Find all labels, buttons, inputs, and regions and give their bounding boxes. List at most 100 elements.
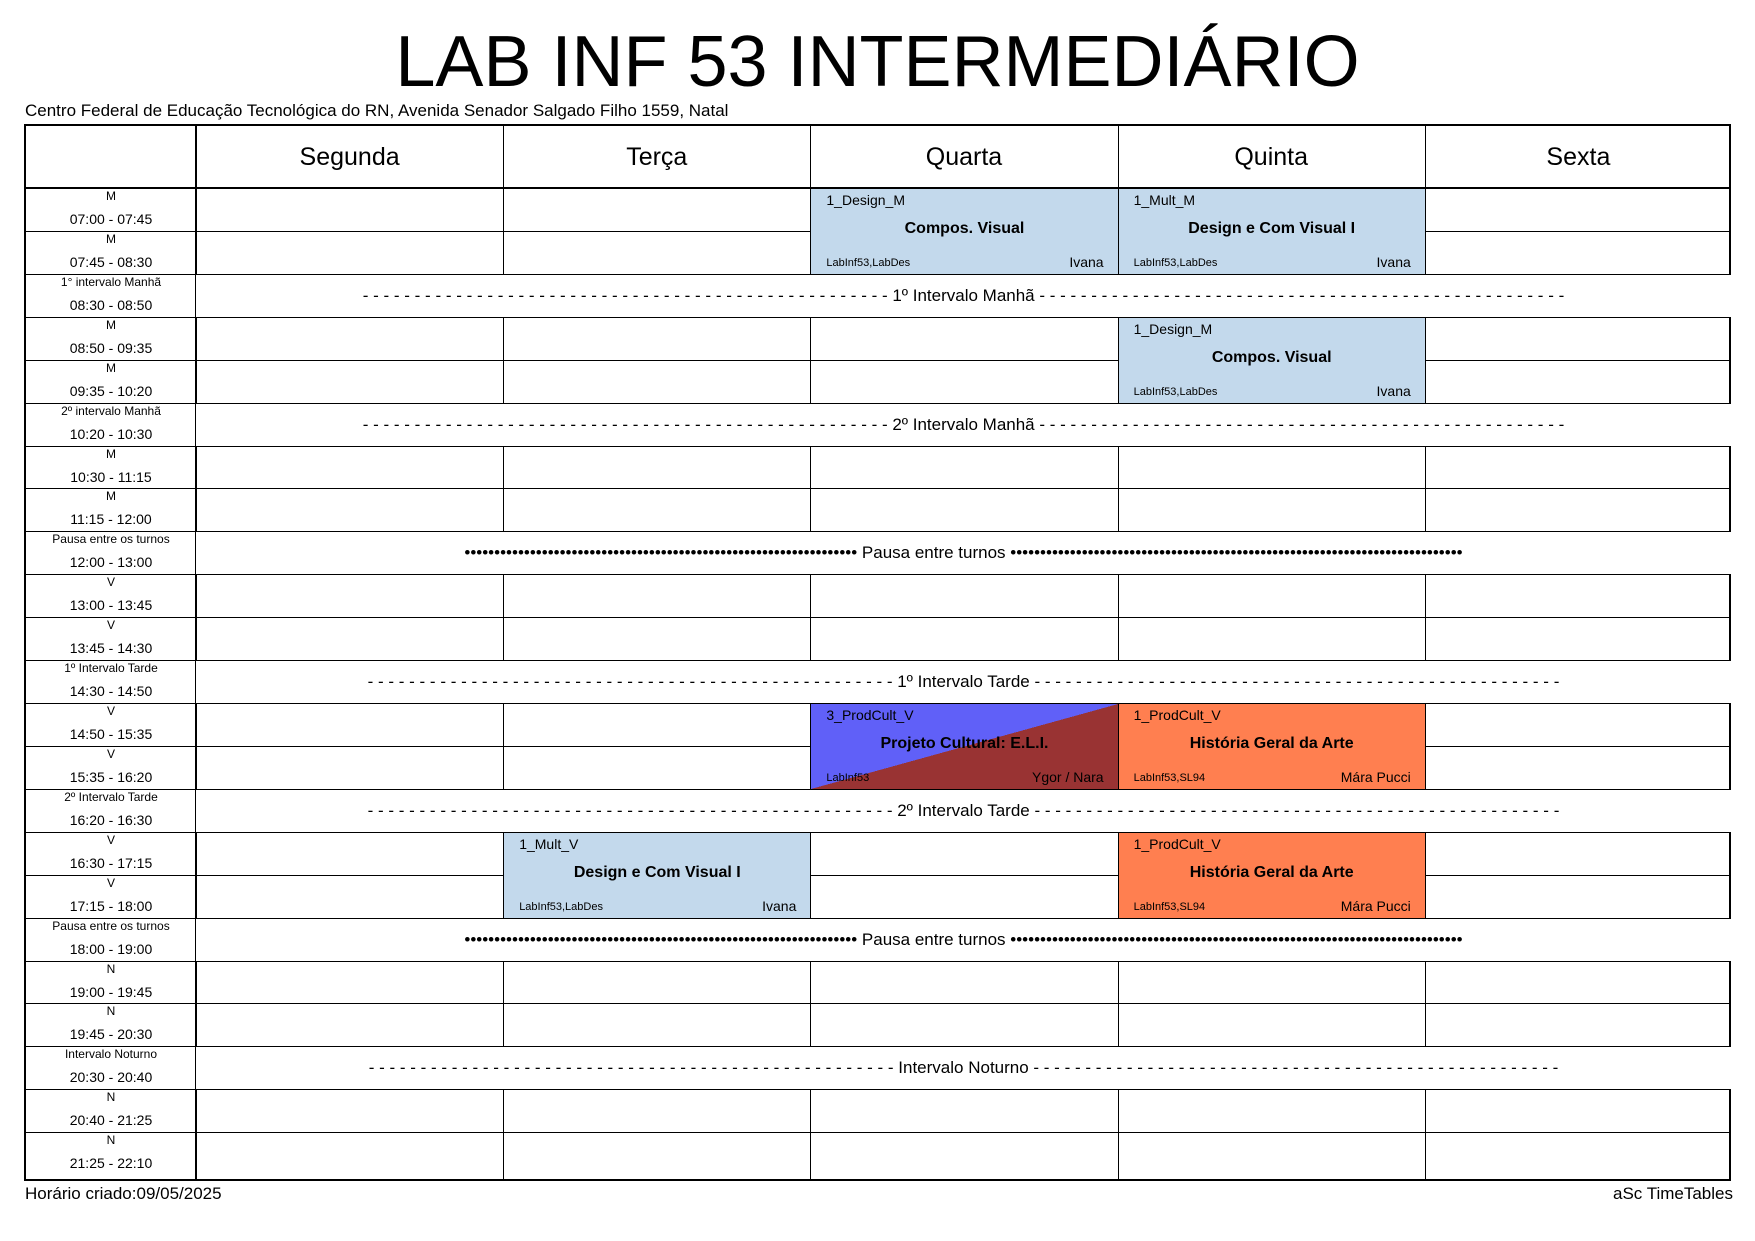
time-slot-label: V [106,575,115,590]
time-slot: M 07:00 - 07:45 [26,188,196,231]
time-slot-label: V [106,832,115,847]
time-slot: M 10:30 - 11:15 [26,446,196,489]
lesson-class: 1_ProdCult_V [1133,707,1221,724]
time-slot-label: Pausa entre os turnos [52,532,170,547]
day-header: Quinta [1234,143,1309,171]
time-slot-range: 19:45 - 20:30 [69,1026,153,1043]
row-divider [26,960,1729,962]
lesson-class: 1_ProdCult_V [1133,835,1221,852]
lesson-subject: História Geral da Arte [1189,735,1354,753]
break-row: - - - - - - - - - - - - - - - - - - - - … [196,403,1731,446]
day-column-divider [1117,126,1119,1179]
lesson-subject: Compos. Visual [1211,348,1332,366]
day-header: Segunda [299,143,400,171]
time-slot-label: N [106,1004,116,1019]
lesson-room: LabInf53,SL94 [1133,771,1206,784]
lesson-teacher: Ygor / Nara [1031,768,1104,785]
time-slot-label: V [106,704,115,719]
row-divider [26,273,1729,275]
software-credit: aSc TimeTables [1613,1184,1733,1203]
lesson-teacher: Ivana [1376,382,1411,399]
lesson-room: LabInf53,LabDes [1133,256,1218,269]
row-divider [26,703,1729,705]
row-divider [26,874,1729,876]
lesson-room: LabInf53,LabDes [519,900,603,913]
time-slot-label: M [106,446,116,461]
lesson-teacher: Mára Pucci [1340,768,1411,785]
time-slot-label: N [106,1090,116,1105]
row-divider [26,617,1729,619]
time-slot-label: N [106,961,116,976]
time-slot-range: 09:35 - 10:20 [69,382,153,399]
time-slot-range: 10:30 - 11:15 [70,468,152,485]
row-divider [26,1046,1729,1048]
break-row: - - - - - - - - - - - - - - - - - - - - … [196,274,1731,317]
header-divider [26,187,1729,189]
day-column-divider [810,126,812,1179]
row-divider [26,359,1729,361]
lesson-subject: Design e Com Visual I [573,863,741,881]
lesson-card[interactable]: 1_Mult_V Design e Com Visual I LabInf53,La… [504,832,811,918]
time-slot-label: Intervalo Noturno [64,1047,158,1062]
time-slot-range: 08:50 - 09:35 [69,339,153,356]
day-header: Sexta [1546,143,1611,171]
lesson-class: 3_ProdCult_V [826,707,914,724]
time-slot-label: V [106,746,115,761]
lesson-class: 1_Design_M [826,192,905,208]
time-slot-label: M [106,489,116,504]
break-row: - - - - - - - - - - - - - - - - - - - - … [196,1047,1731,1090]
day-column-divider [1424,126,1426,1179]
time-slot: V 15:35 - 16:20 [26,746,196,789]
time-slot-range: 08:30 - 08:50 [69,296,153,313]
time-slot: N 19:45 - 20:30 [26,1003,196,1046]
time-slot-label: M [106,231,116,246]
break-row: ••••••••••••••••••••••••••••••••••••••••… [196,532,1731,575]
row-divider [26,488,1729,490]
page-title: LAB INF 53 INTERMEDIÁRIO [395,22,1360,102]
row-divider [26,1003,1729,1005]
break-row: - - - - - - - - - - - - - - - - - - - - … [196,661,1731,704]
row-divider [26,1089,1729,1091]
lesson-class: 1_Mult_M [1133,192,1196,208]
day-column-divider [503,126,505,1179]
lesson-class: 1_Design_M [1133,320,1213,337]
time-slot: V 14:50 - 15:35 [26,703,196,746]
lesson-room: LabInf53,LabDes [826,256,911,269]
lesson-room: LabInf53 [826,771,870,784]
lesson-room: LabInf53,SL94 [1133,900,1206,913]
lesson-teacher: Ivana [1376,253,1411,270]
break-row: - - - - - - - - - - - - - - - - - - - - … [196,789,1731,832]
time-slot-range: 15:35 - 16:20 [69,768,153,785]
row-divider [26,445,1729,447]
day-header: Quarta [925,143,1003,171]
time-slot-label: 1º Intervalo Tarde [64,661,158,676]
time-column-divider [195,126,197,1179]
lesson-class: 1_Mult_V [519,835,579,852]
time-slot-range: 10:20 - 10:30 [69,425,153,442]
row-divider [26,574,1729,576]
time-slot-range: 07:00 - 07:45 [69,211,153,227]
time-slot-label: M [106,189,116,203]
time-slot-label: 2º Intervalo Tarde [64,789,158,804]
created-date: Horário criado:09/05/2025 [25,1184,222,1203]
time-slot-range: 14:50 - 15:35 [69,726,153,743]
